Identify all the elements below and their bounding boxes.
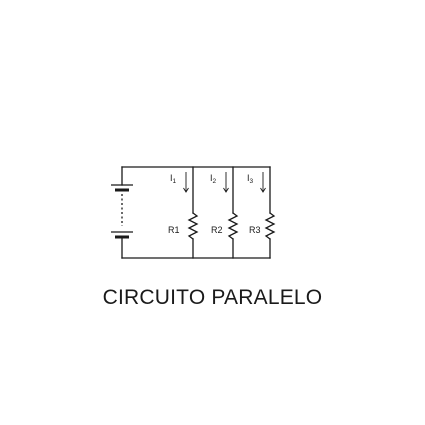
current-3-label: I3 [247,173,254,185]
resistor-2-symbol [227,212,239,240]
resistor-1-label: R1 [168,225,180,235]
current-3-arrow [260,172,266,193]
resistor-1-symbol [187,212,199,240]
resistor-3-symbol [264,212,276,240]
resistor-3-label: R3 [249,225,261,235]
diagram-caption: CIRCUITO PARALELO [102,286,323,309]
current-2-arrow [223,172,229,193]
current-1-label: I1 [170,173,177,185]
current-2-label: I2 [210,173,217,185]
current-1-arrow [183,172,189,193]
resistor-2-label: R2 [211,225,223,235]
